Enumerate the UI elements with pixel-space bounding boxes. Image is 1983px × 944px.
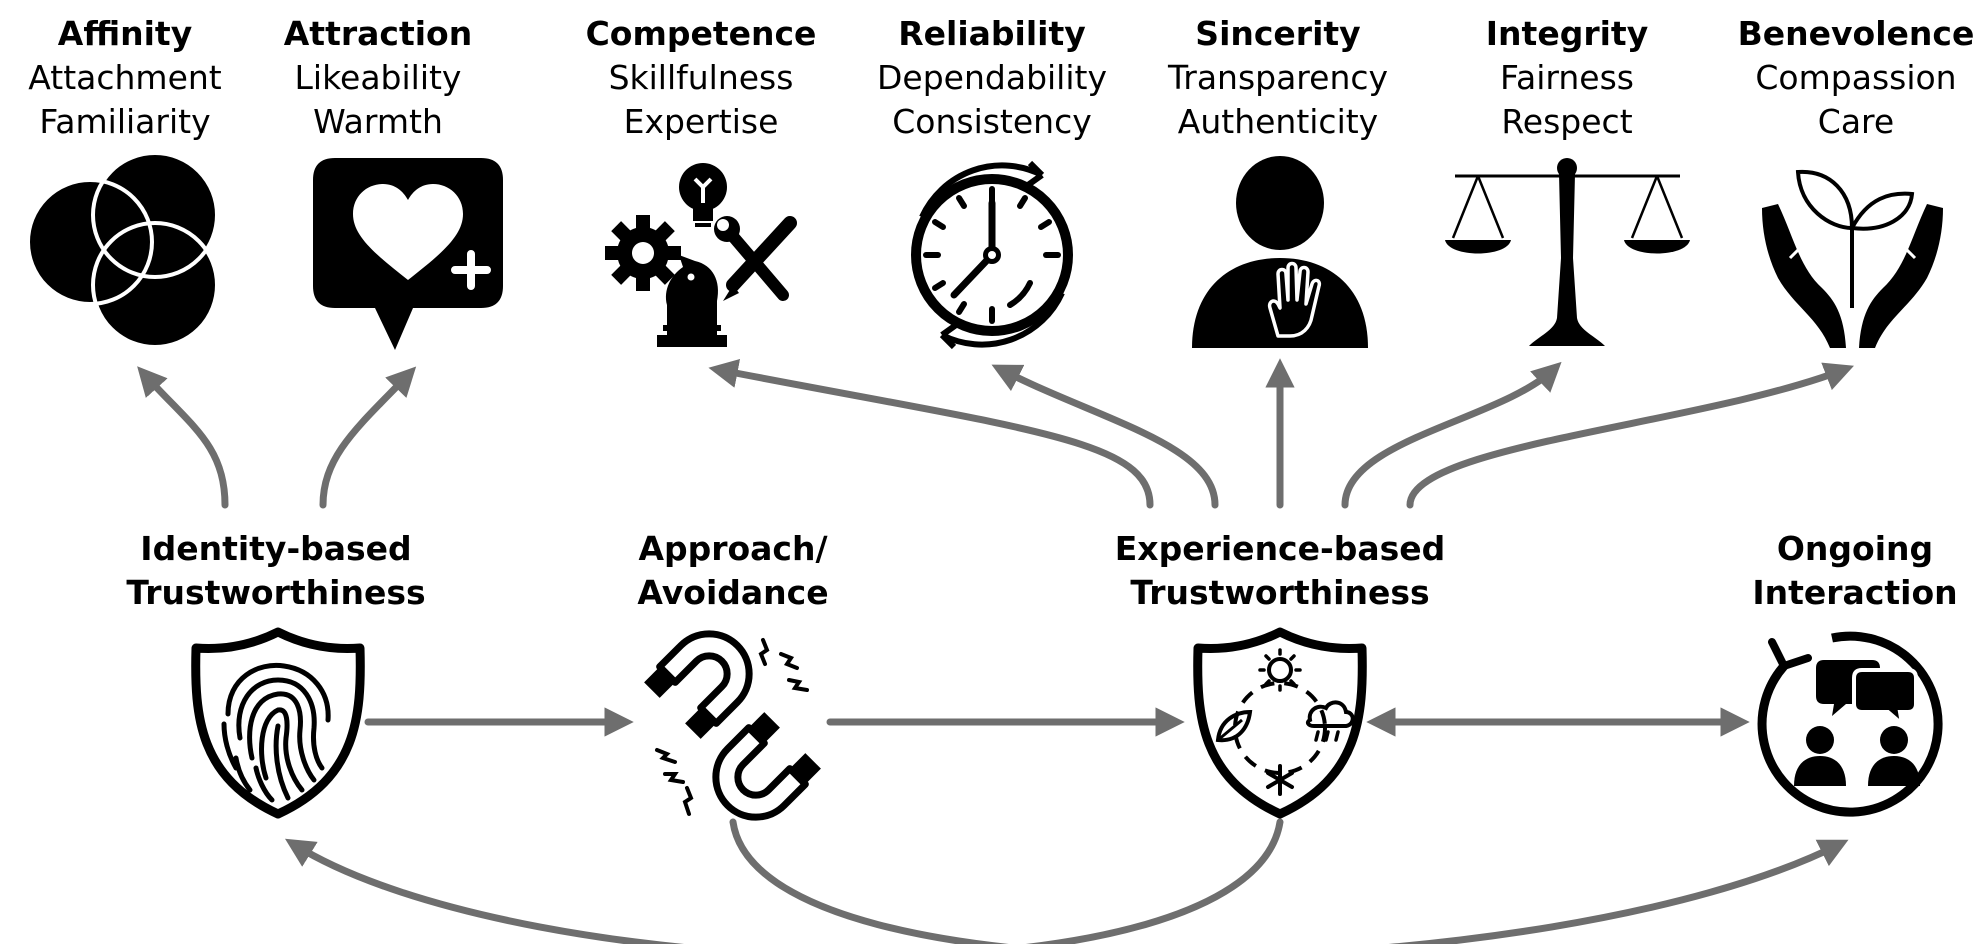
- balance-scale-icon: [1445, 158, 1690, 346]
- quality-subtitle: Respect: [1501, 102, 1633, 141]
- stage-approach-avoidance: Approach/ Avoidance: [523, 527, 943, 615]
- heart-speech-bubble-icon: [313, 158, 503, 350]
- quality-title: Affinity: [57, 14, 193, 53]
- stage-label: Trustworthiness: [1130, 573, 1430, 612]
- hands-sprout-icon: [1762, 169, 1943, 348]
- quality-title: Benevolence: [1737, 14, 1975, 53]
- arrow-identity-to-attraction: [319, 366, 417, 509]
- quality-subtitle: Expertise: [623, 102, 779, 141]
- quality-title: Competence: [585, 14, 817, 53]
- stage-label: Interaction: [1752, 573, 1958, 612]
- quality-title: Reliability: [898, 14, 1086, 53]
- arrow-approach-to-ongoing: [729, 818, 1849, 944]
- arrow-experience-to-benevolence: [1406, 362, 1854, 509]
- arrow-experience-to-competence: [708, 358, 1154, 509]
- quality-sincerity: Sincerity Transparency Authenticity: [1148, 12, 1408, 144]
- tools-gear-bulb-icon: [605, 163, 797, 347]
- quality-reliability: Reliability Dependability Consistency: [862, 12, 1122, 144]
- seasons-shield-icon: [1193, 627, 1367, 819]
- stage-identity-based: Identity-based Trustworthiness: [66, 527, 486, 615]
- stage-label: Avoidance: [637, 573, 829, 612]
- arrow-experience-to-integrity: [1341, 361, 1562, 509]
- arrow-experience-to-reliability: [991, 364, 1219, 509]
- person-hand-icon: [1192, 156, 1368, 348]
- quality-subtitle: Familiarity: [39, 102, 211, 141]
- quality-subtitle: Attachment: [28, 58, 222, 97]
- venn-circles-icon: [26, 151, 219, 349]
- clock-cycle-icon: [911, 160, 1073, 350]
- conversation-cycle-icon: [1757, 631, 1943, 817]
- quality-title: Sincerity: [1195, 14, 1361, 53]
- arrow-experience-to-identity: [285, 818, 1284, 944]
- stage-label: Ongoing: [1776, 529, 1934, 568]
- quality-attraction: Attraction Likeability Warmth: [248, 12, 508, 144]
- quality-subtitle: Consistency: [892, 102, 1092, 141]
- quality-subtitle: Care: [1817, 102, 1895, 141]
- quality-title: Integrity: [1485, 14, 1649, 53]
- quality-subtitle: Skillfulness: [608, 58, 794, 97]
- quality-competence: Competence Skillfulness Expertise: [571, 12, 831, 144]
- quality-benevolence: Benevolence Compassion Care: [1726, 12, 1983, 144]
- quality-integrity: Integrity Fairness Respect: [1437, 12, 1697, 144]
- stage-label: Identity-based: [140, 529, 412, 568]
- quality-subtitle: Fairness: [1500, 58, 1634, 97]
- quality-subtitle: Likeability: [294, 58, 462, 97]
- stage-label: Approach/: [638, 529, 828, 568]
- quality-subtitle: Authenticity: [1177, 102, 1379, 141]
- quality-subtitle: Transparency: [1167, 58, 1389, 97]
- quality-subtitle: Dependability: [877, 58, 1107, 97]
- arrow-identity-to-affinity: [137, 366, 229, 509]
- quality-subtitle: Warmth: [313, 102, 443, 141]
- stage-label: Experience-based: [1114, 529, 1446, 568]
- magnets-icon: [644, 630, 821, 821]
- stage-experience-based: Experience-based Trustworthiness: [1070, 527, 1490, 615]
- quality-subtitle: Compassion: [1755, 58, 1957, 97]
- stage-label: Trustworthiness: [126, 573, 426, 612]
- fingerprint-shield-icon: [191, 627, 365, 819]
- stage-ongoing-interaction: Ongoing Interaction: [1645, 527, 1983, 615]
- quality-affinity: Affinity Attachment Familiarity: [0, 12, 255, 144]
- quality-title: Attraction: [283, 14, 473, 53]
